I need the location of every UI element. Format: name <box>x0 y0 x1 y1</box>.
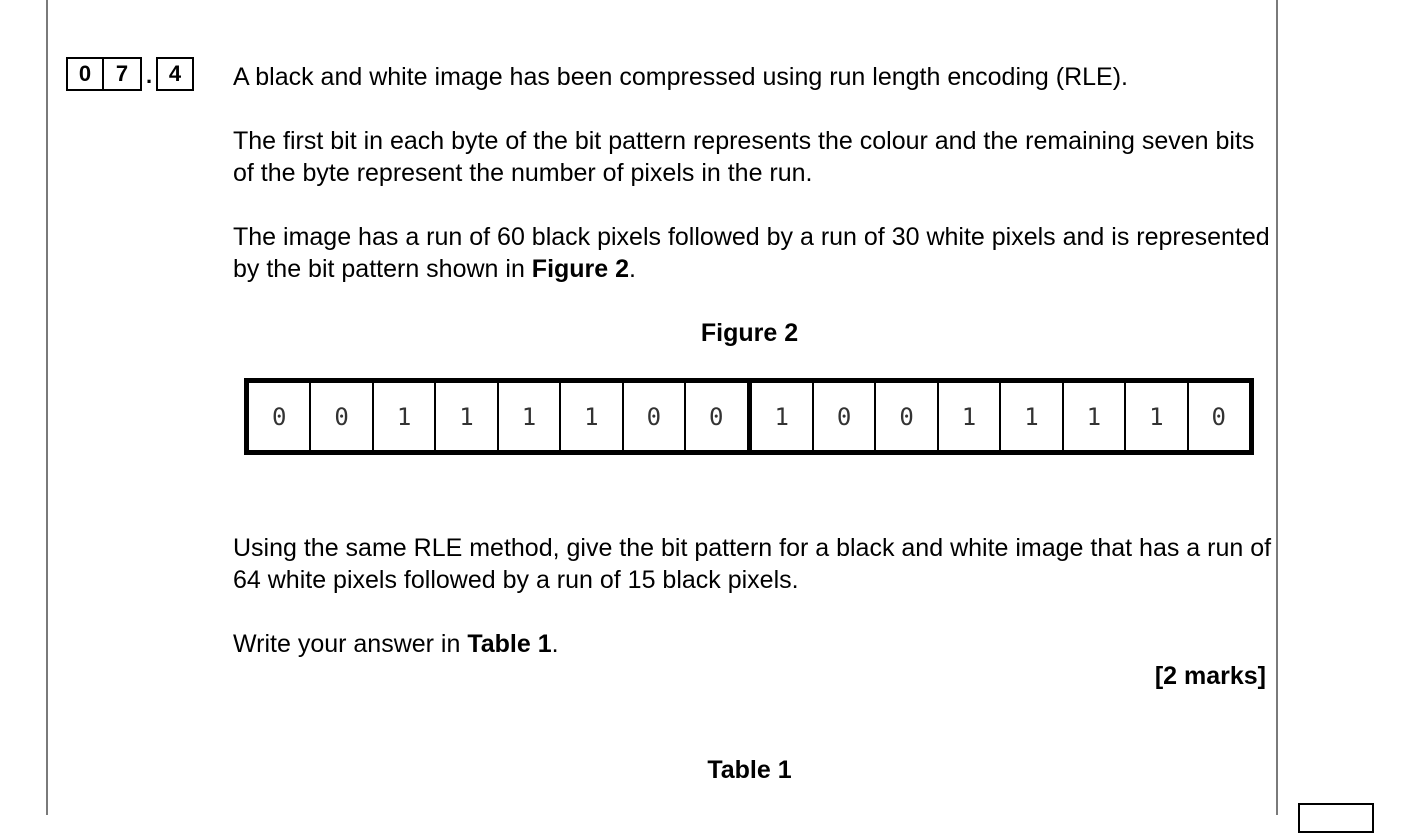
bit-cell: 1 <box>746 383 812 450</box>
task-text: Using the same RLE method, give the bit … <box>233 534 1272 594</box>
instruction-text: Write your answer in Table 1. <box>233 628 1273 660</box>
bit-cell: 1 <box>496 383 559 450</box>
table-caption: Table 1 <box>707 756 792 784</box>
bit-cell: 0 <box>271 402 287 431</box>
page-right-rule <box>1276 0 1278 815</box>
example-text: The image has a run of 60 black pixels f… <box>233 221 1273 285</box>
bit-cell: 0 <box>1186 383 1249 450</box>
question-digit: 0 <box>66 57 104 91</box>
instruction-text-after: . <box>551 630 559 658</box>
table-reference: Table 1 <box>467 630 552 658</box>
bit-cell: 1 <box>559 383 621 450</box>
bit-cell: 0 <box>621 383 684 450</box>
bit-cell: 1 <box>1124 383 1186 450</box>
bit-explanation-text: The first bit in each byte of the bit pa… <box>233 127 1255 187</box>
bit-cell: 0 <box>309 383 371 450</box>
instruction-text-before: Write your answer in <box>233 630 468 658</box>
bit-cell: 1 <box>936 383 999 450</box>
margin-answer-box <box>1298 803 1374 833</box>
bit-cell: 0 <box>874 383 936 450</box>
question-separator: . <box>145 63 153 88</box>
question-part: 4 <box>156 57 194 91</box>
question-digit: 7 <box>104 57 142 91</box>
question-number: 0 7 . 4 <box>66 57 194 91</box>
bit-cell: 1 <box>371 383 434 450</box>
intro-text: A black and white image has been compres… <box>233 63 1128 91</box>
example-text-before: The image has a run of 60 black pixels f… <box>233 223 1270 283</box>
bit-cell: 1 <box>999 383 1061 450</box>
bit-cell: 1 <box>434 383 496 450</box>
page-left-rule <box>46 0 48 815</box>
bit-cell: 0 <box>811 383 874 450</box>
bit-cell: 1 <box>1061 383 1124 450</box>
figure-caption: Figure 2 <box>700 319 799 347</box>
figure-reference: Figure 2 <box>531 255 630 283</box>
marks-label: [2 marks] <box>1154 662 1266 690</box>
example-text-after: . <box>629 255 636 283</box>
bit-cell: 0 <box>684 383 746 450</box>
